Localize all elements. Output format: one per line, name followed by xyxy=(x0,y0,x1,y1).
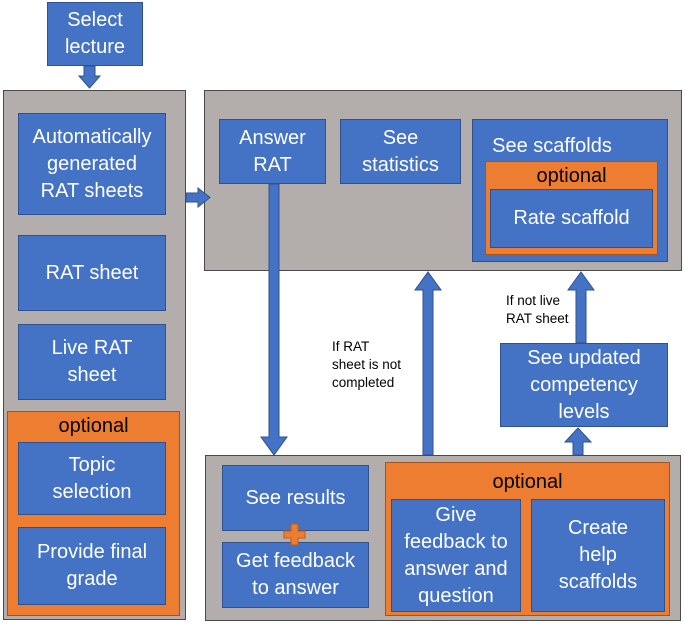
select-lecture-node: Select lecture xyxy=(47,2,143,66)
see-updated-competency-node: See updated competency levels xyxy=(500,343,668,427)
left-optional-label: optional xyxy=(58,415,129,437)
see-results-node: See results xyxy=(222,465,369,531)
topic-selection-node: Topic selection xyxy=(18,442,166,515)
arrow-answer-to-results xyxy=(260,183,288,456)
get-feedback-node: Get feedback to answer xyxy=(222,542,369,608)
scaffolds-optional-label: optional xyxy=(536,165,607,187)
rate-scaffold-node: Rate scaffold xyxy=(490,189,653,248)
not-completed-condition-label: If RAT sheet is not completed xyxy=(332,339,402,391)
provide-final-grade-node: Provide final grade xyxy=(18,527,166,605)
create-help-scaffolds-node: Create help scaffolds xyxy=(531,499,665,612)
give-feedback-node: Give feedback to answer and question xyxy=(391,499,521,612)
rat-sheet-node: RAT sheet xyxy=(18,235,166,311)
arrow-results-to-answer xyxy=(414,271,442,456)
see-scaffolds-label: See scaffolds xyxy=(492,135,612,157)
arrow-scaffolds-to-competency xyxy=(563,427,593,456)
arrow-competency-to-scaffolds xyxy=(567,271,595,344)
answer-rat-node: Answer RAT xyxy=(219,119,326,184)
bottom-optional-label: optional xyxy=(492,471,563,493)
see-statistics-node: See statistics xyxy=(340,119,461,184)
live-rat-sheet-node: Live RAT sheet xyxy=(18,324,166,400)
arrow-lecture-to-sheets xyxy=(77,65,102,89)
auto-rat-sheets-node: Automatically generated RAT sheets xyxy=(18,113,166,215)
plus-icon xyxy=(283,523,306,546)
not-live-condition-label: If not live RAT sheet xyxy=(506,293,569,327)
arrow-sheets-to-actions xyxy=(185,186,211,209)
